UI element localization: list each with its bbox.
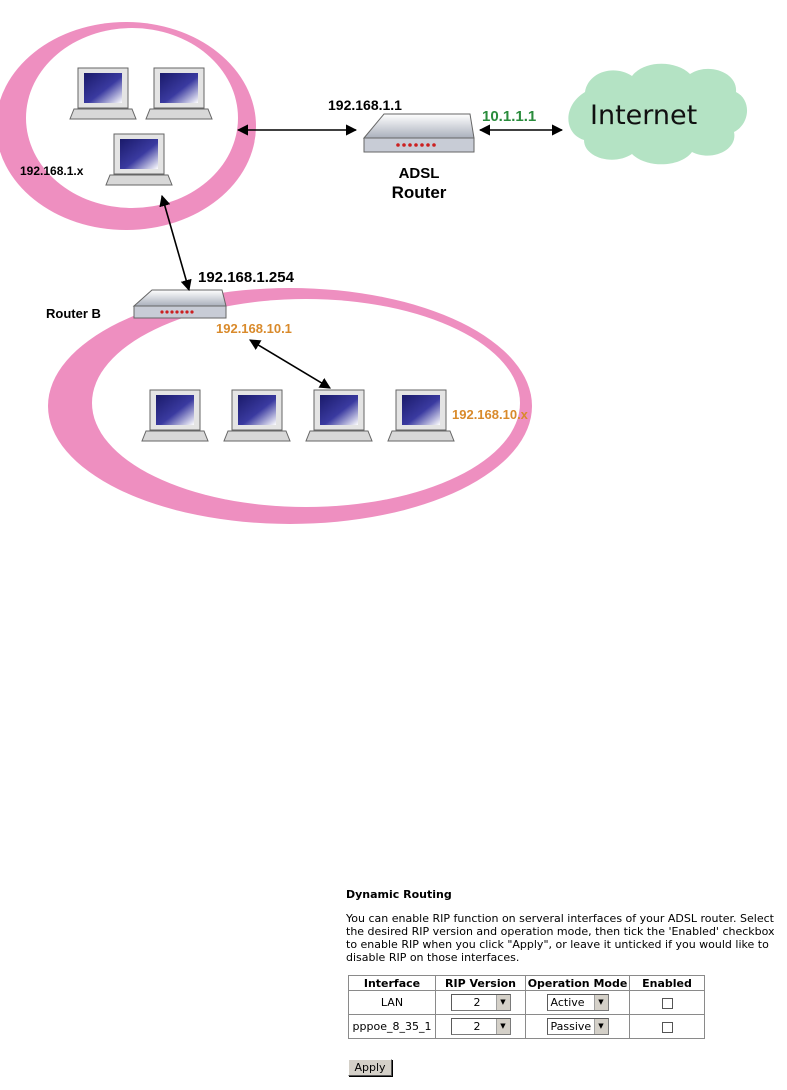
computer-icon [106,134,172,185]
chevron-down-icon[interactable]: ▼ [496,995,510,1010]
operation-mode-value: Active [548,996,585,1009]
operation-mode-value: Passive [548,1020,592,1033]
rip-version-select[interactable]: 2▼ [451,994,511,1011]
router-b-label: Router B [46,306,101,321]
panel-description: You can enable RIP function on serveral … [346,912,782,964]
chevron-down-icon[interactable]: ▼ [496,1019,510,1034]
panel-title: Dynamic Routing [346,888,782,901]
enabled-checkbox[interactable] [662,1022,673,1033]
network-diagram: 192.168.1.1 10.1.1.1 Internet ADSL Route… [0,0,787,540]
dynamic-routing-panel: Dynamic Routing You can enable RIP funct… [346,888,782,1039]
computer-icon [388,390,454,441]
rip-version-value: 2 [452,1020,481,1033]
operation-mode-select[interactable]: Passive▼ [547,1018,609,1035]
apply-button[interactable]: Apply [348,1059,392,1076]
rip-version-select[interactable]: 2▼ [451,1018,511,1035]
table-row: pppoe_8_35_1 2▼ Passive▼ [349,1015,705,1039]
router-b-icon [134,290,226,318]
internet-label: Internet [590,100,697,131]
adsl-label: ADSL [399,165,440,182]
chevron-down-icon[interactable]: ▼ [594,1019,608,1034]
column-header-enabled: Enabled [630,976,705,991]
router-label: Router [392,183,447,202]
lan-gateway-ip-label: 192.168.1.1 [328,97,402,113]
rip-version-value: 2 [452,996,481,1009]
computer-icon [142,390,208,441]
computer-icon [70,68,136,119]
column-header-interface: Interface [349,976,436,991]
enabled-checkbox[interactable] [662,998,673,1009]
lan-a-ring [0,22,256,230]
column-header-rip-version: RIP Version [436,976,526,991]
interface-cell: LAN [349,991,436,1015]
subnet-b-label: 192.168.10.x [452,407,529,422]
table-row: LAN 2▼ Active▼ [349,991,705,1015]
computer-icon [306,390,372,441]
wan-ip-label: 10.1.1.1 [482,108,536,125]
router-b-lan-ip-label: 192.168.10.1 [216,321,292,336]
adsl-router-icon [364,114,474,152]
computer-icon [224,390,290,441]
operation-mode-select[interactable]: Active ▼ [547,994,609,1011]
rip-table: Interface RIP Version Operation Mode Ena… [348,975,705,1039]
chevron-down-icon[interactable]: ▼ [594,995,608,1010]
table-header-row: Interface RIP Version Operation Mode Ena… [349,976,705,991]
column-header-operation-mode: Operation Mode [526,976,630,991]
lan-subnet-label: 192.168.1.x [20,164,84,178]
interface-cell: pppoe_8_35_1 [349,1015,436,1039]
computer-icon [146,68,212,119]
router-b-wan-ip-label: 192.168.1.254 [198,269,295,286]
